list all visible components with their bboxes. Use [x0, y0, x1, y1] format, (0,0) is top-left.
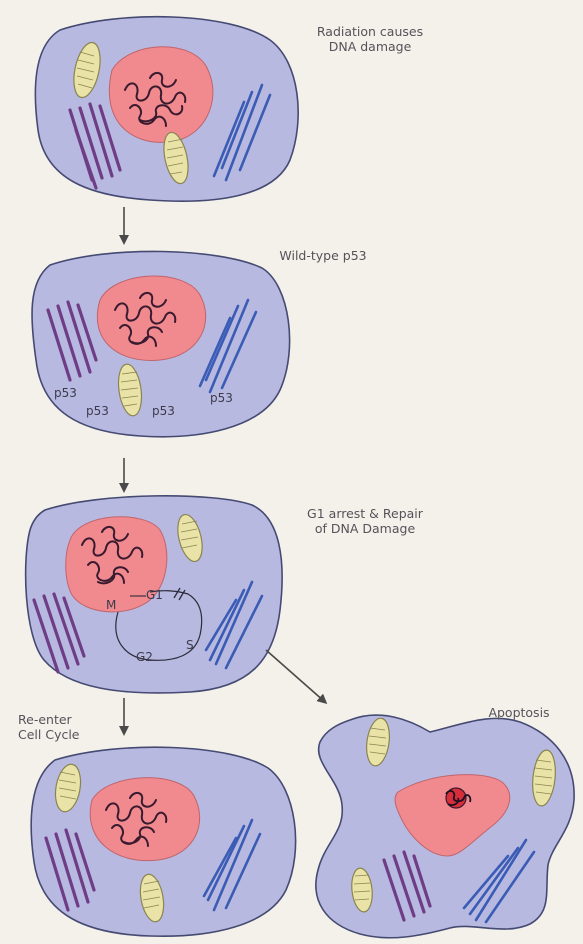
p53-label: p53: [86, 404, 109, 418]
cell-cycle-label-s: S: [186, 638, 194, 652]
stage-label-radiation-line1: Radiation causes: [295, 24, 445, 39]
p53-label: p53: [210, 391, 233, 405]
stage-label-arrest-line1: G1 arrest & Repair: [290, 506, 440, 521]
stage-label-radiation: Radiation causes DNA damage: [295, 24, 445, 54]
p53-label: p53: [152, 404, 175, 418]
cell-cycle-label-g2: G2: [136, 650, 153, 664]
stage-label-wildtype: Wild-type p53: [268, 248, 378, 263]
stage-label-reenter-line1: Re-enter: [18, 712, 108, 727]
stage-label-reenter: Re-enter Cell Cycle: [18, 712, 108, 742]
nucleus: [90, 778, 199, 861]
stage-label-arrest-line2: of DNA Damage: [290, 521, 440, 536]
stage-label-apoptosis: Apoptosis: [474, 705, 564, 720]
stage-label-wildtype-text: Wild-type p53: [268, 248, 378, 263]
stage-label-radiation-line2: DNA damage: [295, 39, 445, 54]
cell-reenter: [31, 747, 295, 936]
cell-apoptosis: [316, 715, 574, 938]
arrow-arrest-to-apoptosis: [266, 650, 325, 702]
stage-label-reenter-line2: Cell Cycle: [18, 727, 108, 742]
cell-cycle-label-m: M: [106, 598, 116, 612]
cell-cycle-label-g1: G1: [146, 588, 163, 602]
p53-label: p53: [54, 386, 77, 400]
stage-label-arrest: G1 arrest & Repair of DNA Damage: [290, 506, 440, 536]
cell-radiation: [35, 17, 298, 201]
stage-label-apoptosis-text: Apoptosis: [474, 705, 564, 720]
